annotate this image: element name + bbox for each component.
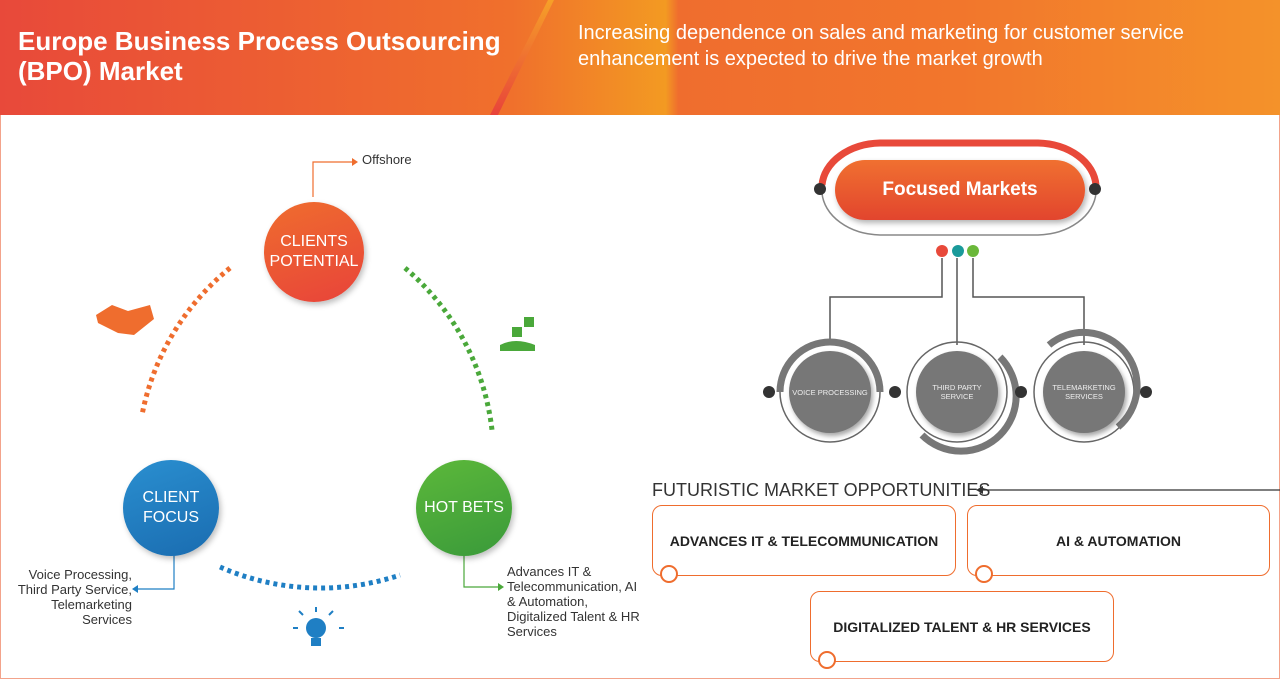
- ring-marker: [975, 565, 993, 583]
- dot: [814, 183, 826, 195]
- clients-potential-circle: CLIENTS POTENTIAL: [264, 202, 364, 302]
- focused-markets-pill: Focused Markets: [835, 160, 1085, 220]
- client-focus-circle: CLIENT FOCUS: [123, 460, 219, 556]
- offshore-label: Offshore: [362, 152, 412, 167]
- dot: [1089, 183, 1101, 195]
- handshake-icon: [96, 305, 154, 335]
- ring-marker: [818, 651, 836, 669]
- dot: [889, 386, 901, 398]
- hand-dice-icon: [500, 317, 535, 351]
- arrow-left-icon: [976, 486, 1280, 494]
- ring-marker: [660, 565, 678, 583]
- dot: [1015, 386, 1027, 398]
- arc-green: [403, 266, 495, 431]
- opportunity-ai-automation: AI & AUTOMATION: [967, 505, 1270, 576]
- lightbulb-icon: [293, 607, 344, 646]
- market-telemarketing-services: TELEMARKETING SERVICES: [1043, 351, 1125, 433]
- hot-bets-circle: HOT BETS: [416, 460, 512, 556]
- arc-orange: [139, 266, 232, 416]
- dot: [763, 386, 775, 398]
- market-voice-processing: VOICE PROCESSING: [789, 351, 871, 433]
- header-banner: [0, 0, 1280, 115]
- focused-markets-connectors: [776, 139, 1141, 455]
- cycle-connectors: [96, 158, 535, 646]
- page-subtitle: Increasing dependence on sales and marke…: [578, 22, 1184, 70]
- client-focus-items: Voice Processing, Third Party Service, T…: [17, 567, 132, 627]
- arc-blue: [218, 564, 401, 591]
- dot: [1140, 386, 1152, 398]
- market-third-party-service: THIRD PARTY SERVICE: [916, 351, 998, 433]
- opportunity-it-telecom: ADVANCES IT & TELECOMMUNICATION: [652, 505, 956, 576]
- futuristic-heading: FUTURISTIC MARKET OPPORTUNITIES: [652, 480, 991, 500]
- hot-bets-items: Advances IT & Telecommunication, AI & Au…: [507, 564, 640, 639]
- page-title: Europe Business Process Outsourcing (BPO…: [18, 26, 501, 86]
- opportunity-digital-talent: DIGITALIZED TALENT & HR SERVICES: [810, 591, 1114, 662]
